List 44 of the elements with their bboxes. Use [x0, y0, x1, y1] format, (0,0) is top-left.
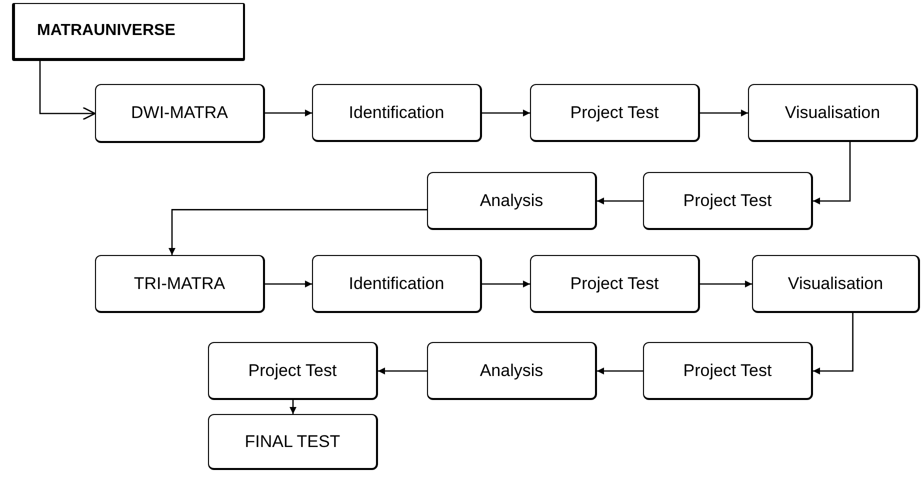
box-label: Project Test — [570, 274, 659, 294]
process-box — [312, 255, 482, 313]
box-label: MATRAUNIVERSE — [37, 22, 176, 40]
arrow — [378, 368, 427, 374]
arrow — [265, 280, 312, 288]
process-box — [643, 342, 813, 400]
box-label: Project Test — [248, 360, 337, 380]
process-box — [312, 84, 482, 142]
box-label: Project Test — [570, 102, 659, 122]
process-box — [748, 84, 918, 142]
arrow — [168, 209, 427, 255]
box-label: Project Test — [683, 190, 772, 210]
arrow — [39, 61, 96, 120]
box-label: Identification — [348, 274, 444, 294]
box-label: TRI-MATRA — [134, 274, 226, 294]
box-label: Project Test — [683, 360, 772, 380]
process-box — [208, 414, 378, 470]
box-label: Visualisation — [788, 274, 884, 294]
arrow — [700, 280, 752, 288]
title-box — [12, 3, 245, 61]
process-box — [752, 255, 920, 313]
process-box — [95, 255, 265, 313]
arrow — [265, 110, 312, 116]
box-label: Analysis — [480, 190, 544, 210]
arrow — [700, 110, 748, 116]
arrow — [290, 400, 296, 414]
process-box — [530, 84, 700, 142]
box-label: Visualisation — [784, 102, 880, 122]
process-box — [95, 84, 265, 143]
arrow — [482, 110, 530, 116]
box-label: Identification — [348, 102, 444, 122]
box-label: DWI-MATRA — [131, 103, 228, 123]
box-label: Analysis — [480, 360, 544, 380]
process-box — [530, 255, 700, 313]
process-box — [208, 342, 378, 400]
arrow — [813, 142, 851, 204]
arrow — [482, 280, 530, 288]
arrow — [597, 198, 643, 204]
arrow — [813, 313, 854, 374]
process-box — [427, 342, 597, 400]
box-label: FINAL TEST — [244, 432, 340, 452]
process-box — [427, 172, 597, 230]
arrow — [597, 368, 643, 374]
process-box — [643, 172, 813, 230]
